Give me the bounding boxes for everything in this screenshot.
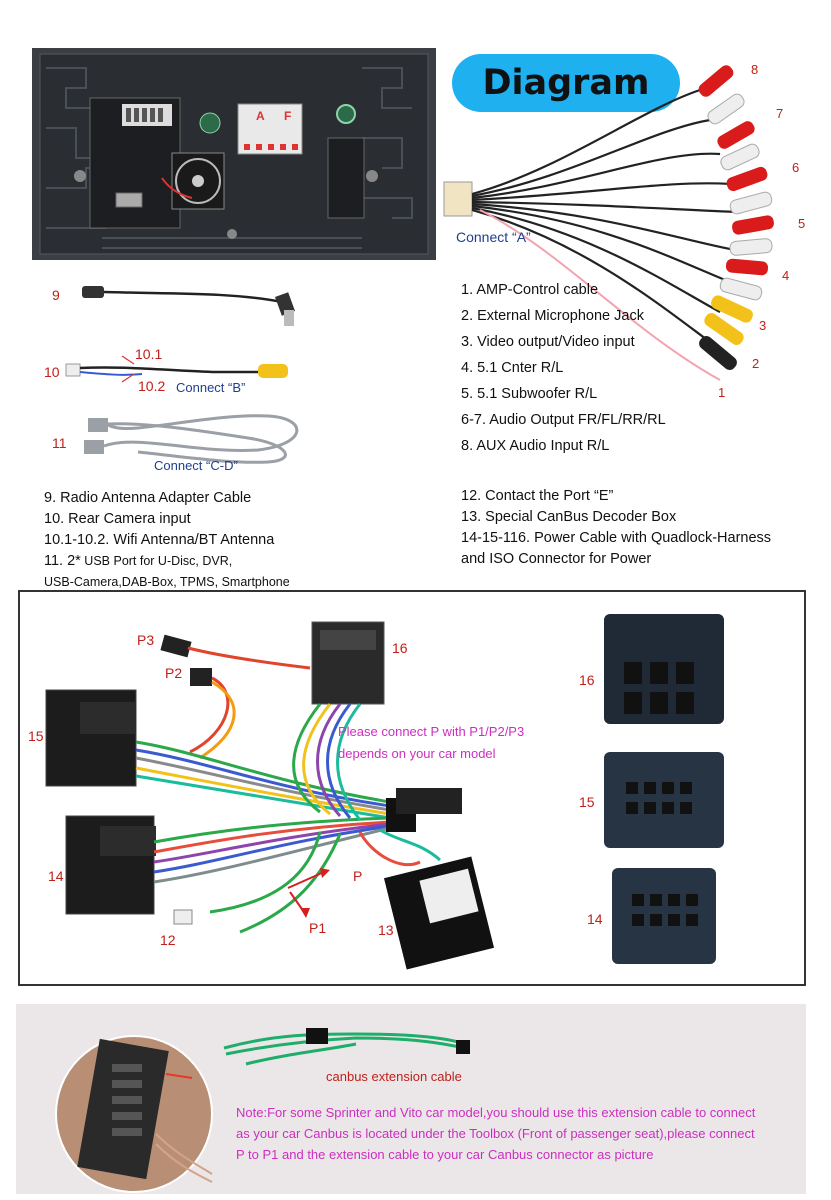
harness-illustration xyxy=(45,614,724,970)
legend-item-8: 8. AUX Audio Input R/L xyxy=(461,438,610,454)
port-label-a: A xyxy=(256,109,265,123)
harness-label-15: 15 xyxy=(28,728,44,744)
legend-item-11: 11. 2* USB Port for U-Disc, DVR, xyxy=(44,552,290,573)
rca-number-5: 5 xyxy=(798,216,806,231)
harness-label-13: 13 xyxy=(378,922,394,938)
harness-label-p3: P3 xyxy=(137,632,155,648)
legend-item-5: 5. 5.1 Subwoofer R/L xyxy=(461,386,598,402)
canbus-extension-panel: canbus extension cable Note:For some Spr… xyxy=(16,1004,806,1194)
legend-item-11-prefix: 11. 2* xyxy=(44,553,81,569)
canbus-illustration xyxy=(55,1028,470,1193)
cable-10-rear-camera xyxy=(62,350,312,390)
legend-item-11-rest: USB Port for U-Disc, DVR, xyxy=(80,554,233,568)
legend-item-13: 13. Special CanBus Decoder Box xyxy=(461,509,677,525)
rca-cable-bundle: Connect “A” 8 7 6 5 4 3 2 1 xyxy=(440,50,831,410)
legend-item-6-7: 6-7. Audio Output FR/FL/RR/RL xyxy=(461,412,666,428)
harness-note-line-2: depends on your car model xyxy=(338,746,496,761)
legend-item-11-cont: USB-Camera,DAB-Box, TPMS, Smartphone xyxy=(44,575,290,589)
rca-number-7: 7 xyxy=(776,106,784,121)
rca-number-1: 1 xyxy=(718,385,726,400)
connect-cd-label: Connect “C-D” xyxy=(154,458,238,473)
photo-label-14: 14 xyxy=(587,911,603,927)
canbus-note-line-3: P to P1 and the extension cable to your … xyxy=(236,1147,654,1162)
harness-label-p: P xyxy=(353,868,363,884)
legend-item-12: 12. Contact the Port “E” xyxy=(461,488,614,504)
cable-9-radio-antenna xyxy=(60,280,320,330)
harness-label-12: 12 xyxy=(160,932,176,948)
rca-number-3: 3 xyxy=(759,318,767,333)
harness-label-14: 14 xyxy=(48,868,64,884)
rca-number-2: 2 xyxy=(752,356,760,371)
photo-label-15: 15 xyxy=(579,794,595,810)
harness-frame: P3 P2 16 15 14 12 13 P P1 Please connect… xyxy=(18,590,806,986)
cable-number-9: 9 xyxy=(52,287,60,303)
canbus-note-line-1: Note:For some Sprinter and Vito car mode… xyxy=(236,1105,756,1120)
legend-item-10-1: 10.1-10.2. Wifi Antenna/BT Antenna xyxy=(44,532,275,548)
rca-number-8: 8 xyxy=(751,62,759,77)
cable-number-11: 11 xyxy=(52,435,67,451)
harness-note-line-1: Please connect P with P1/P2/P3 xyxy=(338,724,525,739)
harness-label-16: 16 xyxy=(392,640,408,656)
legend-item-14-b: and ISO Connector for Power xyxy=(461,551,652,567)
head-unit-back-panel: A F xyxy=(32,48,436,260)
legend-item-2: 2. External Microphone Jack xyxy=(461,308,644,324)
cable-number-10-2: 10.2 xyxy=(138,378,166,394)
legend-item-4: 4. 5.1 Cnter R/L xyxy=(461,360,564,376)
diagram-badge: Diagram xyxy=(452,54,680,112)
port-label-f: F xyxy=(284,109,291,123)
legend-rca-list: 1. AMP-Control cable 2. External Microph… xyxy=(461,281,666,463)
cable-number-10-1: 10.1 xyxy=(135,346,163,362)
harness-label-p1: P1 xyxy=(309,920,327,936)
cable-11-usb xyxy=(78,404,314,468)
connect-b-label: Connect “B” xyxy=(176,380,246,395)
canbus-note-line-2: as your car Canbus is located under the … xyxy=(236,1126,755,1141)
rca-number-4: 4 xyxy=(782,268,790,283)
legend-harness-list: 12. Contact the Port “E” 13. Special Can… xyxy=(461,487,771,571)
legend-item-1: 1. AMP-Control cable xyxy=(461,282,599,298)
legend-item-14-a: 14-15-116. Power Cable with Quadlock-Har… xyxy=(461,530,772,546)
legend-cables-list: 9. Radio Antenna Adapter Cable 10. Rear … xyxy=(44,489,290,591)
harness-label-p2: P2 xyxy=(165,665,183,681)
connect-a-label: Connect “A” xyxy=(456,229,531,245)
legend-item-10: 10. Rear Camera input xyxy=(44,511,191,527)
legend-item-9: 9. Radio Antenna Adapter Cable xyxy=(44,490,252,506)
canbus-cable-label: canbus extension cable xyxy=(326,1069,462,1084)
rca-number-6: 6 xyxy=(792,160,800,175)
diagram-title: Diagram xyxy=(482,63,650,103)
photo-label-16: 16 xyxy=(579,672,595,688)
cable-number-10: 10 xyxy=(44,364,60,380)
canbus-note: Note:For some Sprinter and Vito car mode… xyxy=(236,1102,755,1165)
legend-item-3: 3. Video output/Video input xyxy=(461,334,635,350)
